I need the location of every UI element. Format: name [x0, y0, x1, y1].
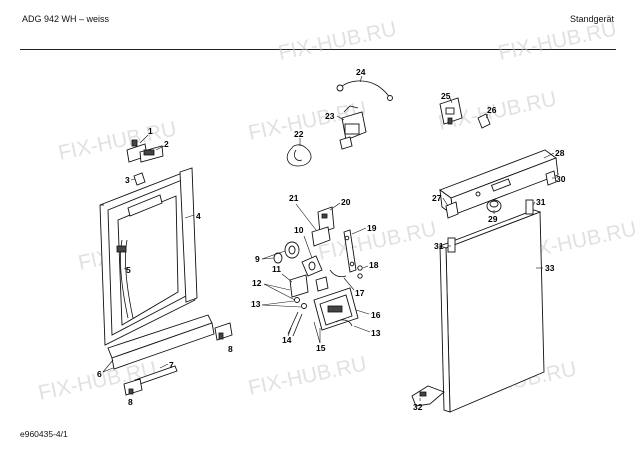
- hinge-bracket-20: [295, 202, 341, 234]
- part-label-13a: 13: [251, 299, 261, 309]
- part-label-8b: 8: [128, 397, 133, 407]
- rod-19: [343, 227, 367, 273]
- hinge-bracket-32: [411, 385, 445, 407]
- plate-11: [281, 273, 309, 298]
- latch-assembly: [126, 134, 165, 186]
- watermark: FIX-HUB.RU: [276, 17, 398, 64]
- drawing-title: ADG 942 WH – weiss: [22, 14, 110, 24]
- header-rule: [20, 49, 616, 50]
- watermark: FIX-HUB.RU: [56, 117, 178, 164]
- part-label-2: 2: [164, 139, 169, 149]
- part-label-1: 1: [148, 126, 153, 136]
- pins-14-15: [287, 311, 321, 344]
- motor-unit-23: [336, 105, 367, 150]
- pulley-9: [261, 241, 300, 264]
- spring-part-22: [286, 138, 312, 167]
- part-label-19: 19: [367, 223, 377, 233]
- bottom-trim-strip: [102, 314, 215, 386]
- cable-24: [336, 75, 393, 101]
- part-label-23: 23: [325, 111, 335, 121]
- part-label-21: 21: [289, 193, 299, 203]
- spring-17: [329, 269, 355, 291]
- cam-10: [301, 235, 323, 277]
- part-label-10: 10: [294, 225, 304, 235]
- part-label-7: 7: [169, 360, 174, 370]
- part-label-8a: 8: [228, 344, 233, 354]
- part-label-3: 3: [125, 175, 130, 185]
- part-label-32: 32: [413, 402, 423, 412]
- fasteners-12-13: [261, 283, 307, 309]
- part-label-33: 33: [545, 263, 555, 273]
- watermark: FIX-HUB.RU: [246, 352, 368, 399]
- watermark: FIX-HUB.RU: [316, 217, 438, 264]
- outer-door-panel-33: [438, 209, 545, 413]
- inner-door-frame: [99, 167, 198, 346]
- part-label-6: 6: [97, 369, 102, 379]
- part-label-29: 29: [488, 214, 498, 224]
- spring-13b: [335, 319, 371, 333]
- part-label-27: 27: [432, 193, 442, 203]
- part-labels: 1 2 3 4 5 6 7 8 8 9 10 11 12 13 13 14 15…: [97, 67, 566, 412]
- part-label-5: 5: [126, 265, 131, 275]
- part-label-18: 18: [369, 260, 379, 270]
- screws-18: [357, 265, 369, 279]
- lock-housing-16: [313, 276, 370, 331]
- part-label-11: 11: [272, 264, 281, 274]
- part-label-14: 14: [282, 335, 292, 345]
- drawing-code: e960435-4/1: [20, 429, 68, 439]
- hinge-caps-31: [447, 199, 536, 253]
- part-label-9: 9: [255, 254, 260, 264]
- part-label-25: 25: [441, 91, 451, 101]
- control-panel-28: [439, 149, 559, 216]
- part-label-17: 17: [355, 288, 365, 298]
- part-label-20: 20: [341, 197, 351, 207]
- part-label-13b: 13: [371, 328, 381, 338]
- watermark: FIX-HUB.RU: [496, 17, 618, 64]
- part-label-22: 22: [294, 129, 304, 139]
- part-label-16: 16: [371, 310, 381, 320]
- part-label-31a: 31: [536, 197, 546, 207]
- part-label-15: 15: [316, 343, 326, 353]
- switch-assembly-25-26: [439, 97, 491, 129]
- clamp-21: [311, 226, 331, 247]
- part-label-31b: 31: [434, 241, 444, 251]
- end-caps-27-30: [442, 170, 557, 219]
- clip-parts: [123, 322, 233, 396]
- part-label-26: 26: [487, 105, 497, 115]
- part-label-12: 12: [252, 278, 262, 288]
- part-label-30: 30: [556, 174, 566, 184]
- knob-29: [486, 199, 502, 214]
- model-variant: Standgerät: [569, 14, 614, 24]
- part-label-28: 28: [555, 148, 565, 158]
- part-label-24: 24: [356, 67, 366, 77]
- part-label-4: 4: [196, 211, 201, 221]
